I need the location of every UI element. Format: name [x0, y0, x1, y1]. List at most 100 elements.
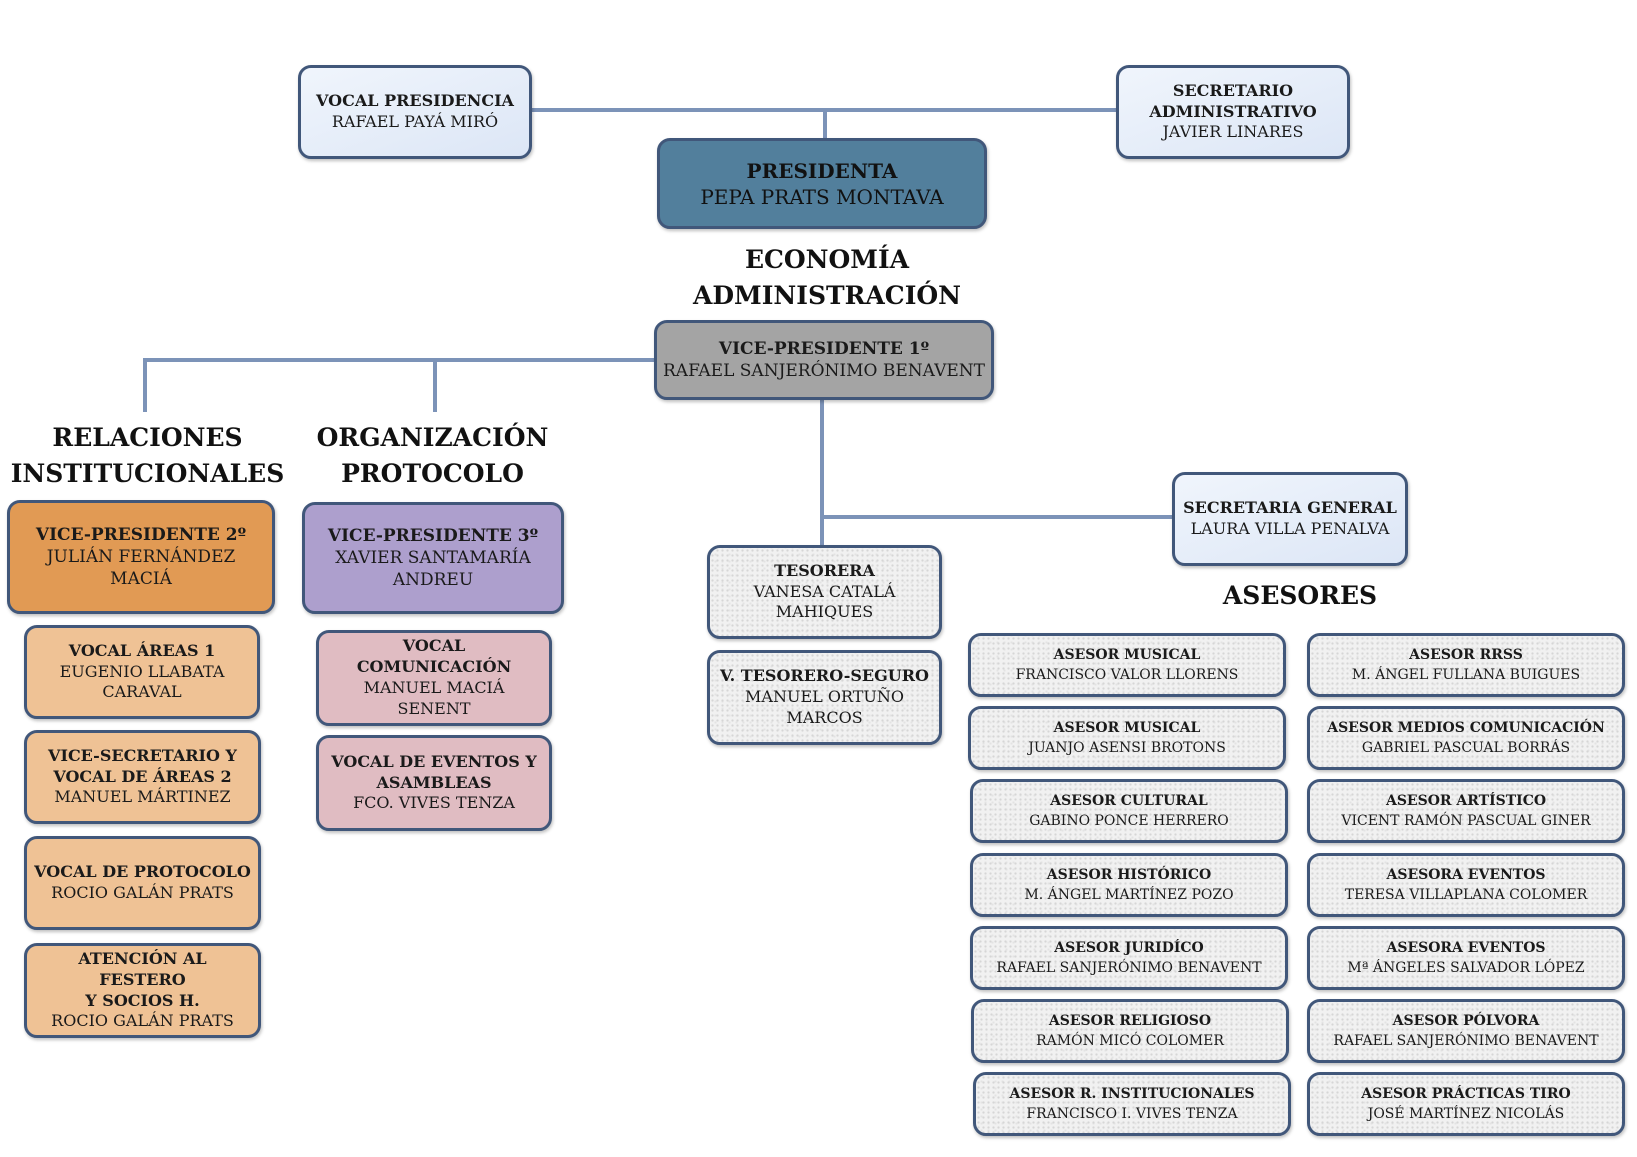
box-title: V. TESORERO-SEGURO [720, 666, 929, 686]
box-name: EUGENIO LLABATA [59, 661, 225, 681]
box-name: ROCIO GALÁN PRATS [51, 883, 234, 902]
box-title: ASAMBLEAS [376, 772, 492, 792]
box-name: XAVIER SANTAMARÍA [335, 547, 531, 568]
box-name: Mª ÁNGELES SALVADOR LÓPEZ [1347, 960, 1585, 976]
asesor-box: ASESOR MUSICAL FRANCISCO VALOR LLORENS [968, 633, 1286, 697]
vocal-protocolo-box: VOCAL DE PROTOCOLO ROCIO GALÁN PRATS [24, 836, 261, 930]
heading-economia: ECONOMÍA ADMINISTRACIÓN [662, 242, 992, 315]
box-name: MANUEL MÁRTINEZ [54, 787, 231, 807]
asesor-box: ASESOR R. INSTITUCIONALES FRANCISCO I. V… [973, 1072, 1291, 1136]
vice-presidente-1-box: VICE-PRESIDENTE 1º RAFAEL SANJERÓNIMO BE… [654, 320, 994, 400]
box-title: Y SOCIOS H. [85, 990, 200, 1010]
box-name: JULIÁN FERNÁNDEZ [46, 546, 236, 567]
box-title: ASESOR MUSICAL [1053, 719, 1201, 736]
box-title: ASESOR MUSICAL [1053, 646, 1201, 663]
box-title: ASESORA EVENTOS [1386, 866, 1546, 883]
secretaria-general-box: SECRETARIA GENERAL LAURA VILLA PENALVA [1172, 472, 1408, 566]
box-name: M. ÁNGEL MARTÍNEZ POZO [1024, 887, 1234, 903]
box-name: FRANCISCO I. VIVES TENZA [1026, 1106, 1238, 1122]
box-title: ASESORA EVENTOS [1386, 939, 1546, 956]
box-name: CARAVAL [102, 682, 182, 702]
box-name: PEPA PRATS MONTAVA [700, 184, 944, 209]
box-name: MACIÁ [110, 569, 172, 590]
box-title: VICE-PRESIDENTE 3º [327, 525, 539, 546]
box-name: TERESA VILLAPLANA COLOMER [1344, 887, 1588, 903]
asesor-box: ASESOR JURIDÍCO RAFAEL SANJERÓNIMO BENAV… [970, 926, 1288, 990]
box-name: LAURA VILLA PENALVA [1190, 519, 1390, 538]
asesor-box: ASESORA EVENTOS TERESA VILLAPLANA COLOME… [1307, 853, 1625, 917]
box-title: ASESOR RRSS [1409, 646, 1523, 663]
heading-line: RELACIONES [52, 423, 243, 452]
heading-asesores: ASESORES [1190, 578, 1410, 614]
tesorera-box: TESORERA VANESA CATALÁ MAHIQUES [707, 545, 942, 639]
box-title: ASESOR CULTURAL [1050, 792, 1208, 809]
box-title: VOCAL ÁREAS 1 [68, 640, 216, 660]
vocal-areas-1-box: VOCAL ÁREAS 1 EUGENIO LLABATA CARAVAL [24, 625, 260, 719]
heading-line: ASESORES [1222, 581, 1378, 610]
box-name: MANUEL MACIÁ SENENT [363, 678, 505, 718]
asesor-box: ASESOR PÓLVORA RAFAEL SANJERÓNIMO BENAVE… [1307, 999, 1625, 1063]
box-title: VOCAL PRESIDENCIA [316, 91, 514, 111]
heading-line: ADMINISTRACIÓN [692, 281, 962, 311]
secretario-administrativo-box: SECRETARIO ADMINISTRATIVO JAVIER LINARES [1116, 65, 1350, 159]
box-title: ASESOR PÓLVORA [1392, 1012, 1540, 1029]
box-name: RAFAEL PAYÁ MIRÓ [331, 112, 499, 131]
box-name: MARCOS [786, 707, 863, 727]
box-name: JOSÉ MARTÍNEZ NICOLÁS [1367, 1106, 1565, 1122]
heading-line: ECONOMÍA [744, 245, 910, 274]
asesor-box: ASESOR CULTURAL GABINO PONCE HERRERO [970, 779, 1288, 843]
heading-relaciones: RELACIONES INSTITUCIONALES [10, 420, 285, 493]
box-title: ATENCIÓN AL FESTERO [78, 948, 207, 989]
box-name: ANDREU [392, 570, 474, 591]
box-title: ASESOR RELIGIOSO [1048, 1012, 1212, 1029]
box-name: FRANCISCO VALOR LLORENS [1015, 667, 1239, 683]
box-name: RAFAEL SANJERÓNIMO BENAVENT [663, 361, 985, 381]
box-title: ASESOR PRÁCTICAS TIRO [1361, 1085, 1571, 1102]
box-title: VOCAL DE EVENTOS Y [331, 751, 537, 771]
asesor-box: ASESOR RELIGIOSO RAMÓN MICÓ COLOMER [971, 999, 1289, 1063]
box-name: MAHIQUES [775, 602, 874, 622]
vice-tesorero-box: V. TESORERO-SEGURO MANUEL ORTUÑO MARCOS [707, 650, 942, 745]
box-name: VICENT RAMÓN PASCUAL GINER [1341, 813, 1591, 829]
asesor-box: ASESOR MEDIOS COMUNICACIÓN GABRIEL PASCU… [1307, 706, 1625, 770]
box-title: ADMINISTRATIVO [1149, 101, 1317, 121]
box-title: VOCAL DE PROTOCOLO [34, 862, 251, 882]
box-name: RAMÓN MICÓ COLOMER [1036, 1033, 1224, 1049]
heading-line: PROTOCOLO [341, 459, 524, 489]
box-name: FCO. VIVES TENZA [353, 793, 515, 813]
atencion-festero-box: ATENCIÓN AL FESTERO Y SOCIOS H. ROCIO GA… [24, 943, 261, 1038]
vocal-comunicacion-box: VOCAL COMUNICACIÓN MANUEL MACIÁ SENENT [316, 630, 552, 726]
box-title: ASESOR ARTÍSTICO [1385, 792, 1547, 809]
heading-line: ORGANIZACIÓN [316, 423, 549, 452]
asesor-box: ASESOR ARTÍSTICO VICENT RAMÓN PASCUAL GI… [1307, 779, 1625, 843]
box-name: RAFAEL SANJERÓNIMO BENAVENT [1333, 1033, 1599, 1049]
box-title: SECRETARIO [1172, 80, 1294, 100]
box-title: ASESOR JURIDÍCO [1054, 939, 1204, 956]
box-name: MANUEL ORTUÑO [745, 687, 904, 707]
box-name: GABINO PONCE HERRERO [1029, 813, 1229, 829]
box-title: VICE-PRESIDENTE 1º [718, 338, 930, 359]
box-name: RAFAEL SANJERÓNIMO BENAVENT [996, 960, 1262, 976]
box-name: ROCIO GALÁN PRATS [51, 1011, 234, 1031]
asesor-box: ASESORA EVENTOS Mª ÁNGELES SALVADOR LÓPE… [1307, 926, 1625, 990]
box-name: VANESA CATALÁ [753, 581, 896, 601]
box-title: VICE-PRESIDENTE 2º [35, 524, 247, 545]
box-title: PRESIDENTA [746, 158, 898, 183]
vice-presidente-2-box: VICE-PRESIDENTE 2º JULIÁN FERNÁNDEZ MACI… [7, 500, 275, 614]
vice-presidente-3-box: VICE-PRESIDENTE 3º XAVIER SANTAMARÍA AND… [302, 502, 564, 614]
box-title: ASESOR HISTÓRICO [1046, 866, 1212, 883]
vocal-presidencia-box: VOCAL PRESIDENCIA RAFAEL PAYÁ MIRÓ [298, 65, 532, 159]
box-title: SECRETARIA GENERAL [1183, 498, 1397, 518]
box-title: TESORERA [774, 560, 875, 580]
vocal-eventos-box: VOCAL DE EVENTOS Y ASAMBLEAS FCO. VIVES … [316, 735, 552, 831]
presidenta-box: PRESIDENTA PEPA PRATS MONTAVA [657, 138, 987, 229]
asesor-box: ASESOR MUSICAL JUANJO ASENSI BROTONS [968, 706, 1286, 770]
box-name: JUANJO ASENSI BROTONS [1028, 740, 1226, 756]
asesor-box: ASESOR PRÁCTICAS TIRO JOSÉ MARTÍNEZ NICO… [1307, 1072, 1625, 1136]
heading-line: INSTITUCIONALES [10, 459, 285, 489]
box-name: JAVIER LINARES [1162, 122, 1304, 142]
box-title: VOCAL COMUNICACIÓN [356, 636, 512, 677]
box-name: GABRIEL PASCUAL BORRÁS [1361, 740, 1571, 756]
vice-secretario-box: VICE-SECRETARIO Y VOCAL DE ÁREAS 2 MANUE… [24, 730, 261, 824]
